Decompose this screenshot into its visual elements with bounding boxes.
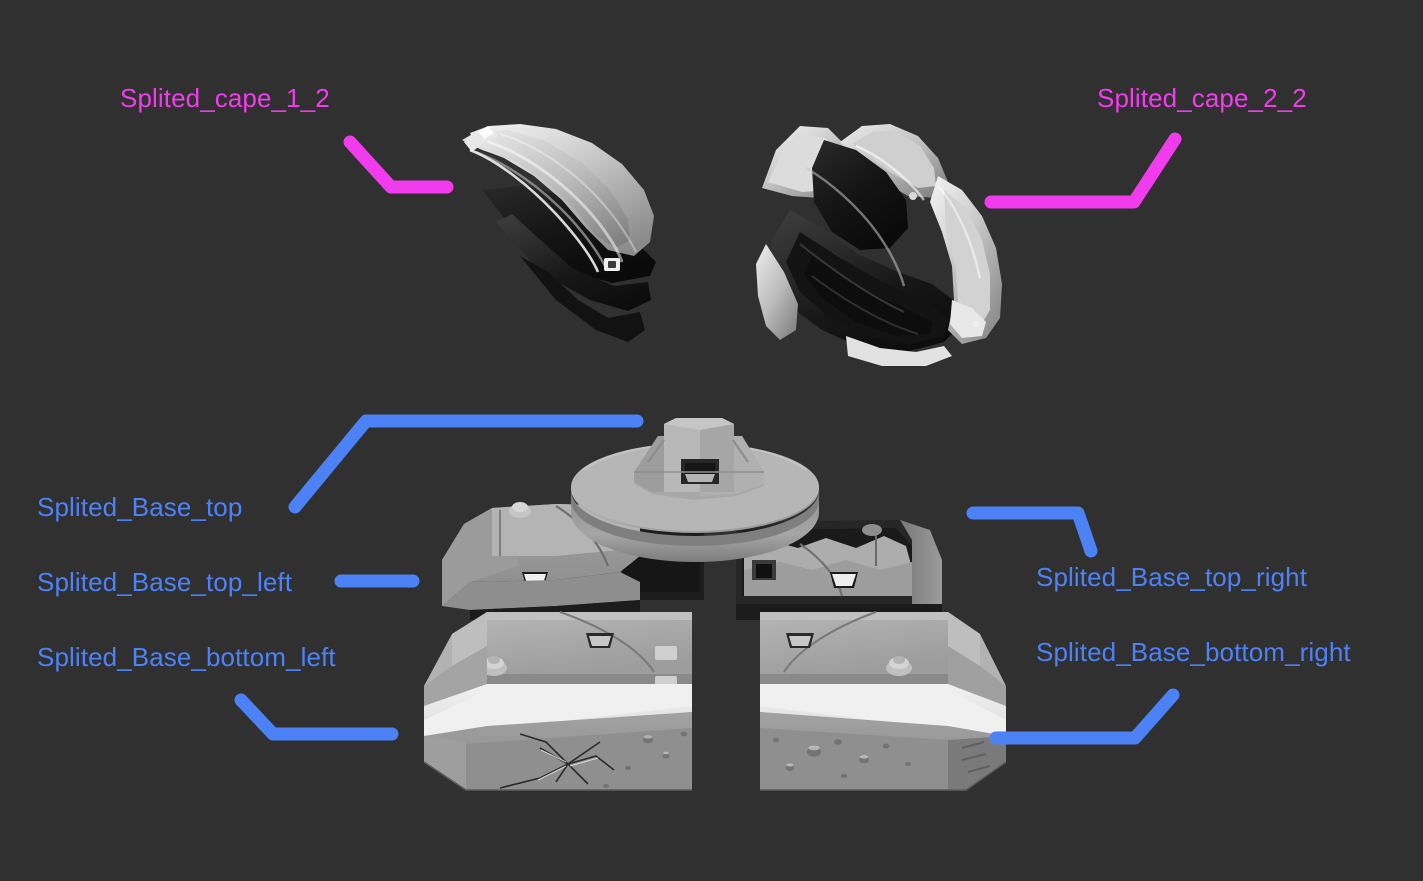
mesh-splited-base-top bbox=[571, 418, 819, 562]
mesh-splited-cape-2-2 bbox=[756, 124, 1002, 366]
mesh-splited-base-bottom-right bbox=[760, 611, 1007, 791]
mesh-splited-cape-1-2 bbox=[462, 124, 656, 342]
callout-label-splited-cape-2-2[interactable]: Splited_cape_2_2 bbox=[1097, 83, 1307, 113]
callout-label-splited-base-top-right[interactable]: Splited_Base_top_right bbox=[1036, 562, 1308, 592]
callout-label-splited-cape-1-2[interactable]: Splited_cape_1_2 bbox=[120, 83, 330, 113]
callout-label-splited-base-bottom-left[interactable]: Splited_Base_bottom_left bbox=[37, 642, 336, 672]
callout-label-splited-base-top[interactable]: Splited_Base_top bbox=[37, 492, 243, 522]
callout-label-splited-base-bottom-right[interactable]: Splited_Base_bottom_right bbox=[1036, 637, 1351, 667]
callout-label-splited-base-top-left[interactable]: Splited_Base_top_left bbox=[37, 567, 293, 597]
mesh-splited-base-bottom-left bbox=[423, 611, 692, 791]
